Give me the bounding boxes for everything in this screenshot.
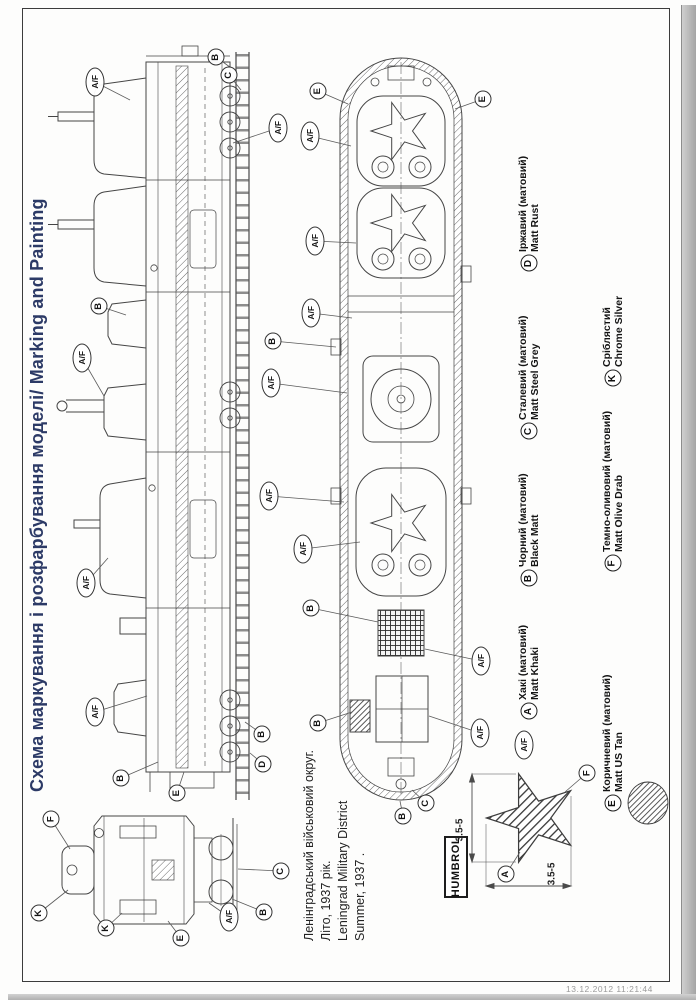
dimension-label-text: 3.5-5 xyxy=(546,862,558,886)
legend-letter-k: K xyxy=(604,369,622,387)
caption-line-uk-2: Літо, 1937 рік. xyxy=(319,860,333,941)
legend-entry-black: Чорний (матовий) Black Matt xyxy=(517,473,541,567)
legend-letter-label: K xyxy=(606,374,618,382)
humbrol-logo: HUMBROL xyxy=(444,836,468,898)
page-edge-shadow-bottom xyxy=(8,994,696,1000)
caption-line-en-1: Leningrad Military District xyxy=(336,800,350,941)
legend-letter-f: F xyxy=(604,554,622,572)
legend-name-en: Matt Rust xyxy=(529,204,541,252)
caption-line-en-2: Summer, 1937 . xyxy=(353,852,367,941)
scan-timestamp: 13.12.2012 11:21:44 xyxy=(566,984,653,994)
legend-letter-d: D xyxy=(520,254,538,272)
page-title: Схема маркування і розфарбування моделі/… xyxy=(27,198,47,792)
legend-letter-label: D xyxy=(522,259,534,267)
legend-name-uk: Чорний (матовий) xyxy=(517,473,529,567)
legend-entry-rust: Іржавий (матовий) Matt Rust xyxy=(517,156,541,252)
legend-name-en: Matt US Tan xyxy=(613,732,625,792)
legend-letter-a: A xyxy=(520,702,538,720)
caption-line-uk-1: Ленінградський військовий округ. xyxy=(302,750,316,941)
legend-letter-c: C xyxy=(520,422,538,440)
dimension-label-text: 3.5-5 xyxy=(454,818,466,842)
page-edge-shadow-right xyxy=(681,5,696,997)
legend-name-en: Chrome Silver xyxy=(613,295,625,367)
legend-letter-label: C xyxy=(522,427,534,435)
page-border-frame xyxy=(22,8,670,982)
legend-name-uk: Хакі (матовий) xyxy=(517,624,529,700)
legend-entry-us-tan: Коричневий (матовий) Matt US Tan xyxy=(601,675,625,793)
legend-name-uk: Сріблястий xyxy=(601,307,613,367)
humbrol-logo-text: HUMBROL xyxy=(450,836,463,898)
legend-letter-b: B xyxy=(520,569,538,587)
legend-name-en: Black Matt xyxy=(529,514,541,567)
legend-letter-e: E xyxy=(604,794,622,812)
legend-name-uk: Коричневий (матовий) xyxy=(601,674,613,793)
legend-name-uk: Іржавий (матовий) xyxy=(517,155,529,252)
legend-letter-label: E xyxy=(606,799,618,807)
legend-name-en: Matt Olive Drab xyxy=(613,474,625,552)
legend-name-en: Matt Steel Grey xyxy=(529,343,541,420)
legend-name-uk: Сталевий (матовий) xyxy=(517,315,529,420)
dimension-star-height: 3.5-5 xyxy=(541,863,564,886)
unit-caption: Ленінградський військовий округ. Літо, 1… xyxy=(301,750,369,941)
legend-entry-olive-drab: Темно-оливовий (матовий) Matt Olive Drab xyxy=(601,411,625,552)
dimension-star-width: 3.5-5 xyxy=(449,819,472,842)
legend-letter-label: A xyxy=(522,707,534,715)
legend-name-uk: Темно-оливовий (матовий) xyxy=(601,410,613,552)
legend-letter-label: B xyxy=(522,574,534,582)
legend-entry-silver: Сріблястий Chrome Silver xyxy=(601,296,625,367)
legend-entry-khaki: Хакі (матовий) Matt Khaki xyxy=(517,625,541,700)
legend-entry-steel-grey: Сталевий (матовий) Matt Steel Grey xyxy=(517,316,541,420)
legend-name-en: Matt Khaki xyxy=(529,646,541,700)
legend-letter-label: F xyxy=(606,559,618,567)
